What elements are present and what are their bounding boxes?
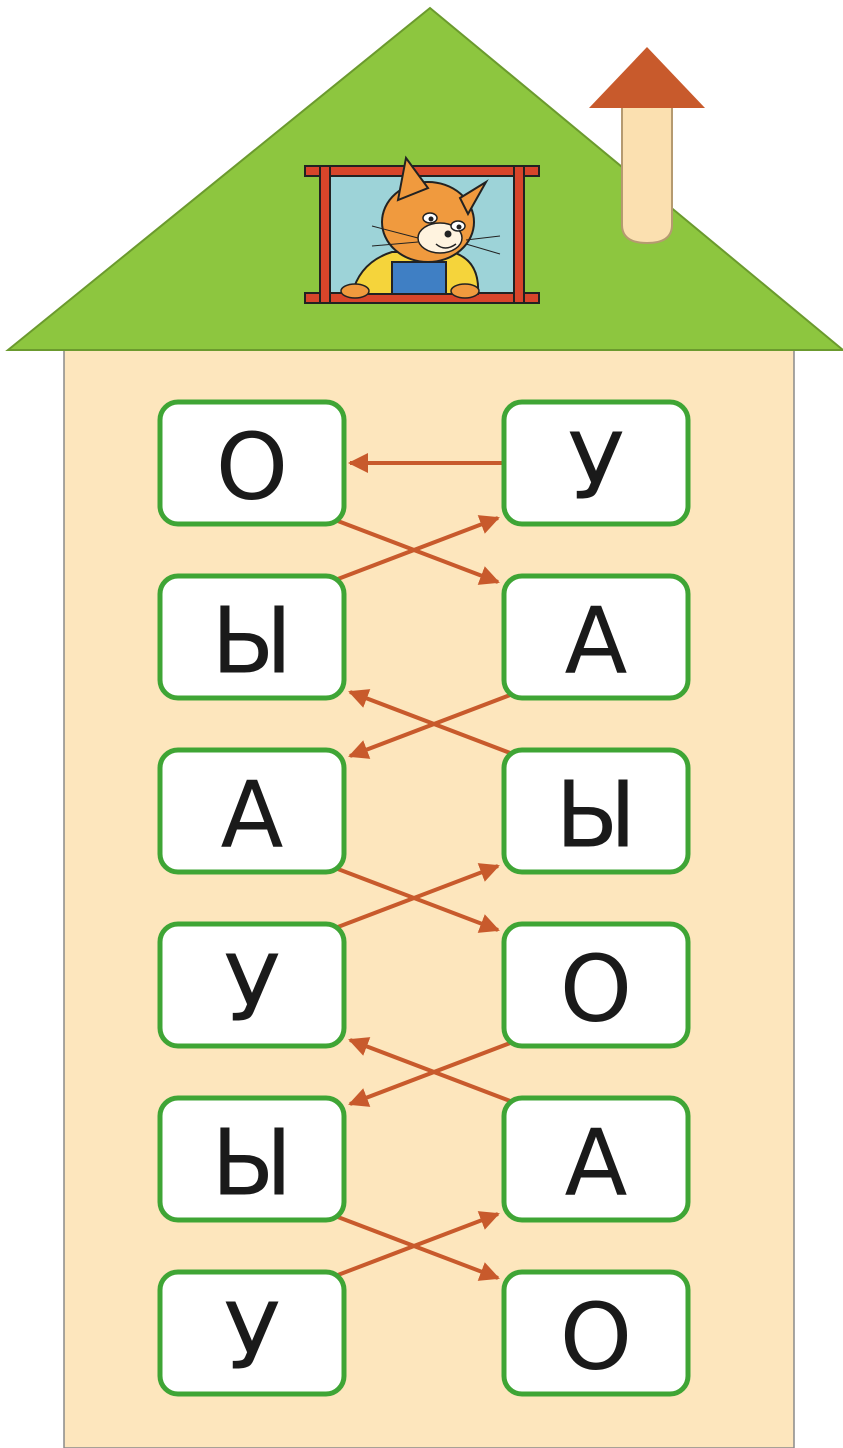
arrow-right-2-to-left-1	[348, 689, 519, 758]
left-letter-2: А	[221, 762, 284, 869]
left-letter-0: О	[216, 414, 288, 521]
right-letter-card-4[interactable]: А	[501, 1095, 691, 1223]
left-letter-3: У	[224, 936, 280, 1043]
left-letter-card-1[interactable]: Ы	[157, 573, 347, 701]
attic-window-icon	[304, 155, 540, 304]
right-letter-1: А	[565, 588, 628, 695]
left-letter-card-0[interactable]: О	[157, 399, 347, 527]
kitten-icon	[340, 155, 501, 299]
right-letter-0: У	[568, 414, 624, 521]
chimney	[589, 47, 705, 245]
right-letter-card-5[interactable]: О	[501, 1269, 691, 1397]
right-letter-3: О	[560, 936, 632, 1043]
left-letter-1: Ы	[211, 588, 292, 695]
right-letter-card-1[interactable]: А	[501, 573, 691, 701]
connection-arrows	[329, 453, 519, 1281]
right-letter-2: Ы	[555, 762, 636, 869]
arrow-right-4-to-left-3	[348, 1037, 519, 1106]
right-letter-4: А	[565, 1110, 628, 1217]
left-letter-5: У	[224, 1284, 280, 1391]
right-letter-5: О	[560, 1284, 632, 1391]
house-wall	[63, 344, 795, 1448]
arrow-left-1-to-right-0	[329, 515, 500, 584]
left-letter-card-5[interactable]: У	[157, 1269, 347, 1397]
right-letter-card-3[interactable]: О	[501, 921, 691, 1049]
left-letter-card-3[interactable]: У	[157, 921, 347, 1049]
right-letter-card-2[interactable]: Ы	[501, 747, 691, 875]
left-letter-4: Ы	[211, 1110, 292, 1217]
left-letter-card-2[interactable]: А	[157, 747, 347, 875]
right-letter-card-0[interactable]: У	[501, 399, 691, 527]
arrow-left-5-to-right-4	[329, 1211, 500, 1280]
chimney-cap	[589, 47, 705, 108]
arrow-left-3-to-right-2	[329, 863, 500, 932]
left-letter-card-4[interactable]: Ы	[157, 1095, 347, 1223]
